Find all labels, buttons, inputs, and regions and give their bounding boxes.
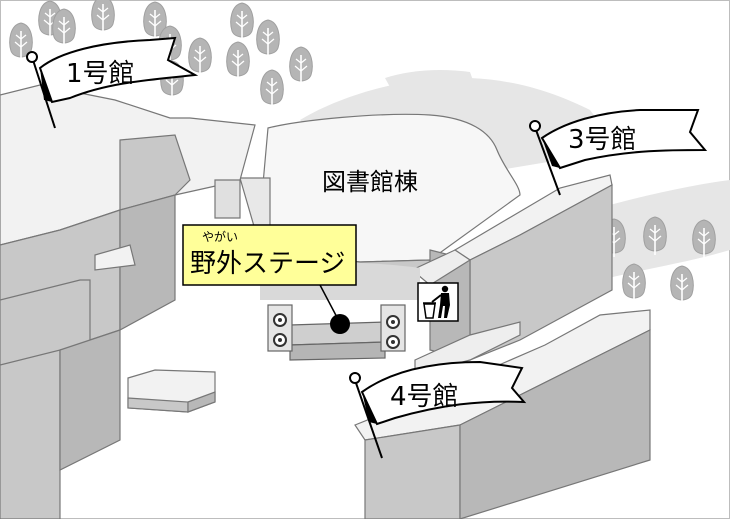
speaker-icon-left [267, 304, 293, 352]
flag-building-1-label: 1号館 [66, 59, 135, 89]
pennant-flag-icon [38, 36, 199, 104]
stage-label: 野外ステージ [190, 249, 345, 279]
stage-ruby: やがい [202, 229, 238, 244]
flag-building-4-label: 4号館 [390, 382, 459, 412]
location-dot-icon [330, 314, 350, 334]
pennant-flag-icon [540, 109, 708, 170]
building-3 [410, 174, 613, 361]
flag-building-3-label: 3号館 [568, 125, 637, 155]
trash-can-icon [417, 282, 459, 322]
speaker-icon-right [380, 304, 406, 352]
library-label: 図書館棟 [322, 168, 418, 196]
stage-callout: やがい 野外ステージ [182, 224, 357, 286]
pennant-flag-icon [360, 360, 527, 426]
flag-building-1: 1号館 [26, 36, 199, 129]
flag-building-4: 4号館 [349, 360, 527, 459]
small-building [127, 369, 216, 413]
flag-building-3: 3号館 [529, 109, 708, 196]
building-1-complex [0, 84, 256, 519]
